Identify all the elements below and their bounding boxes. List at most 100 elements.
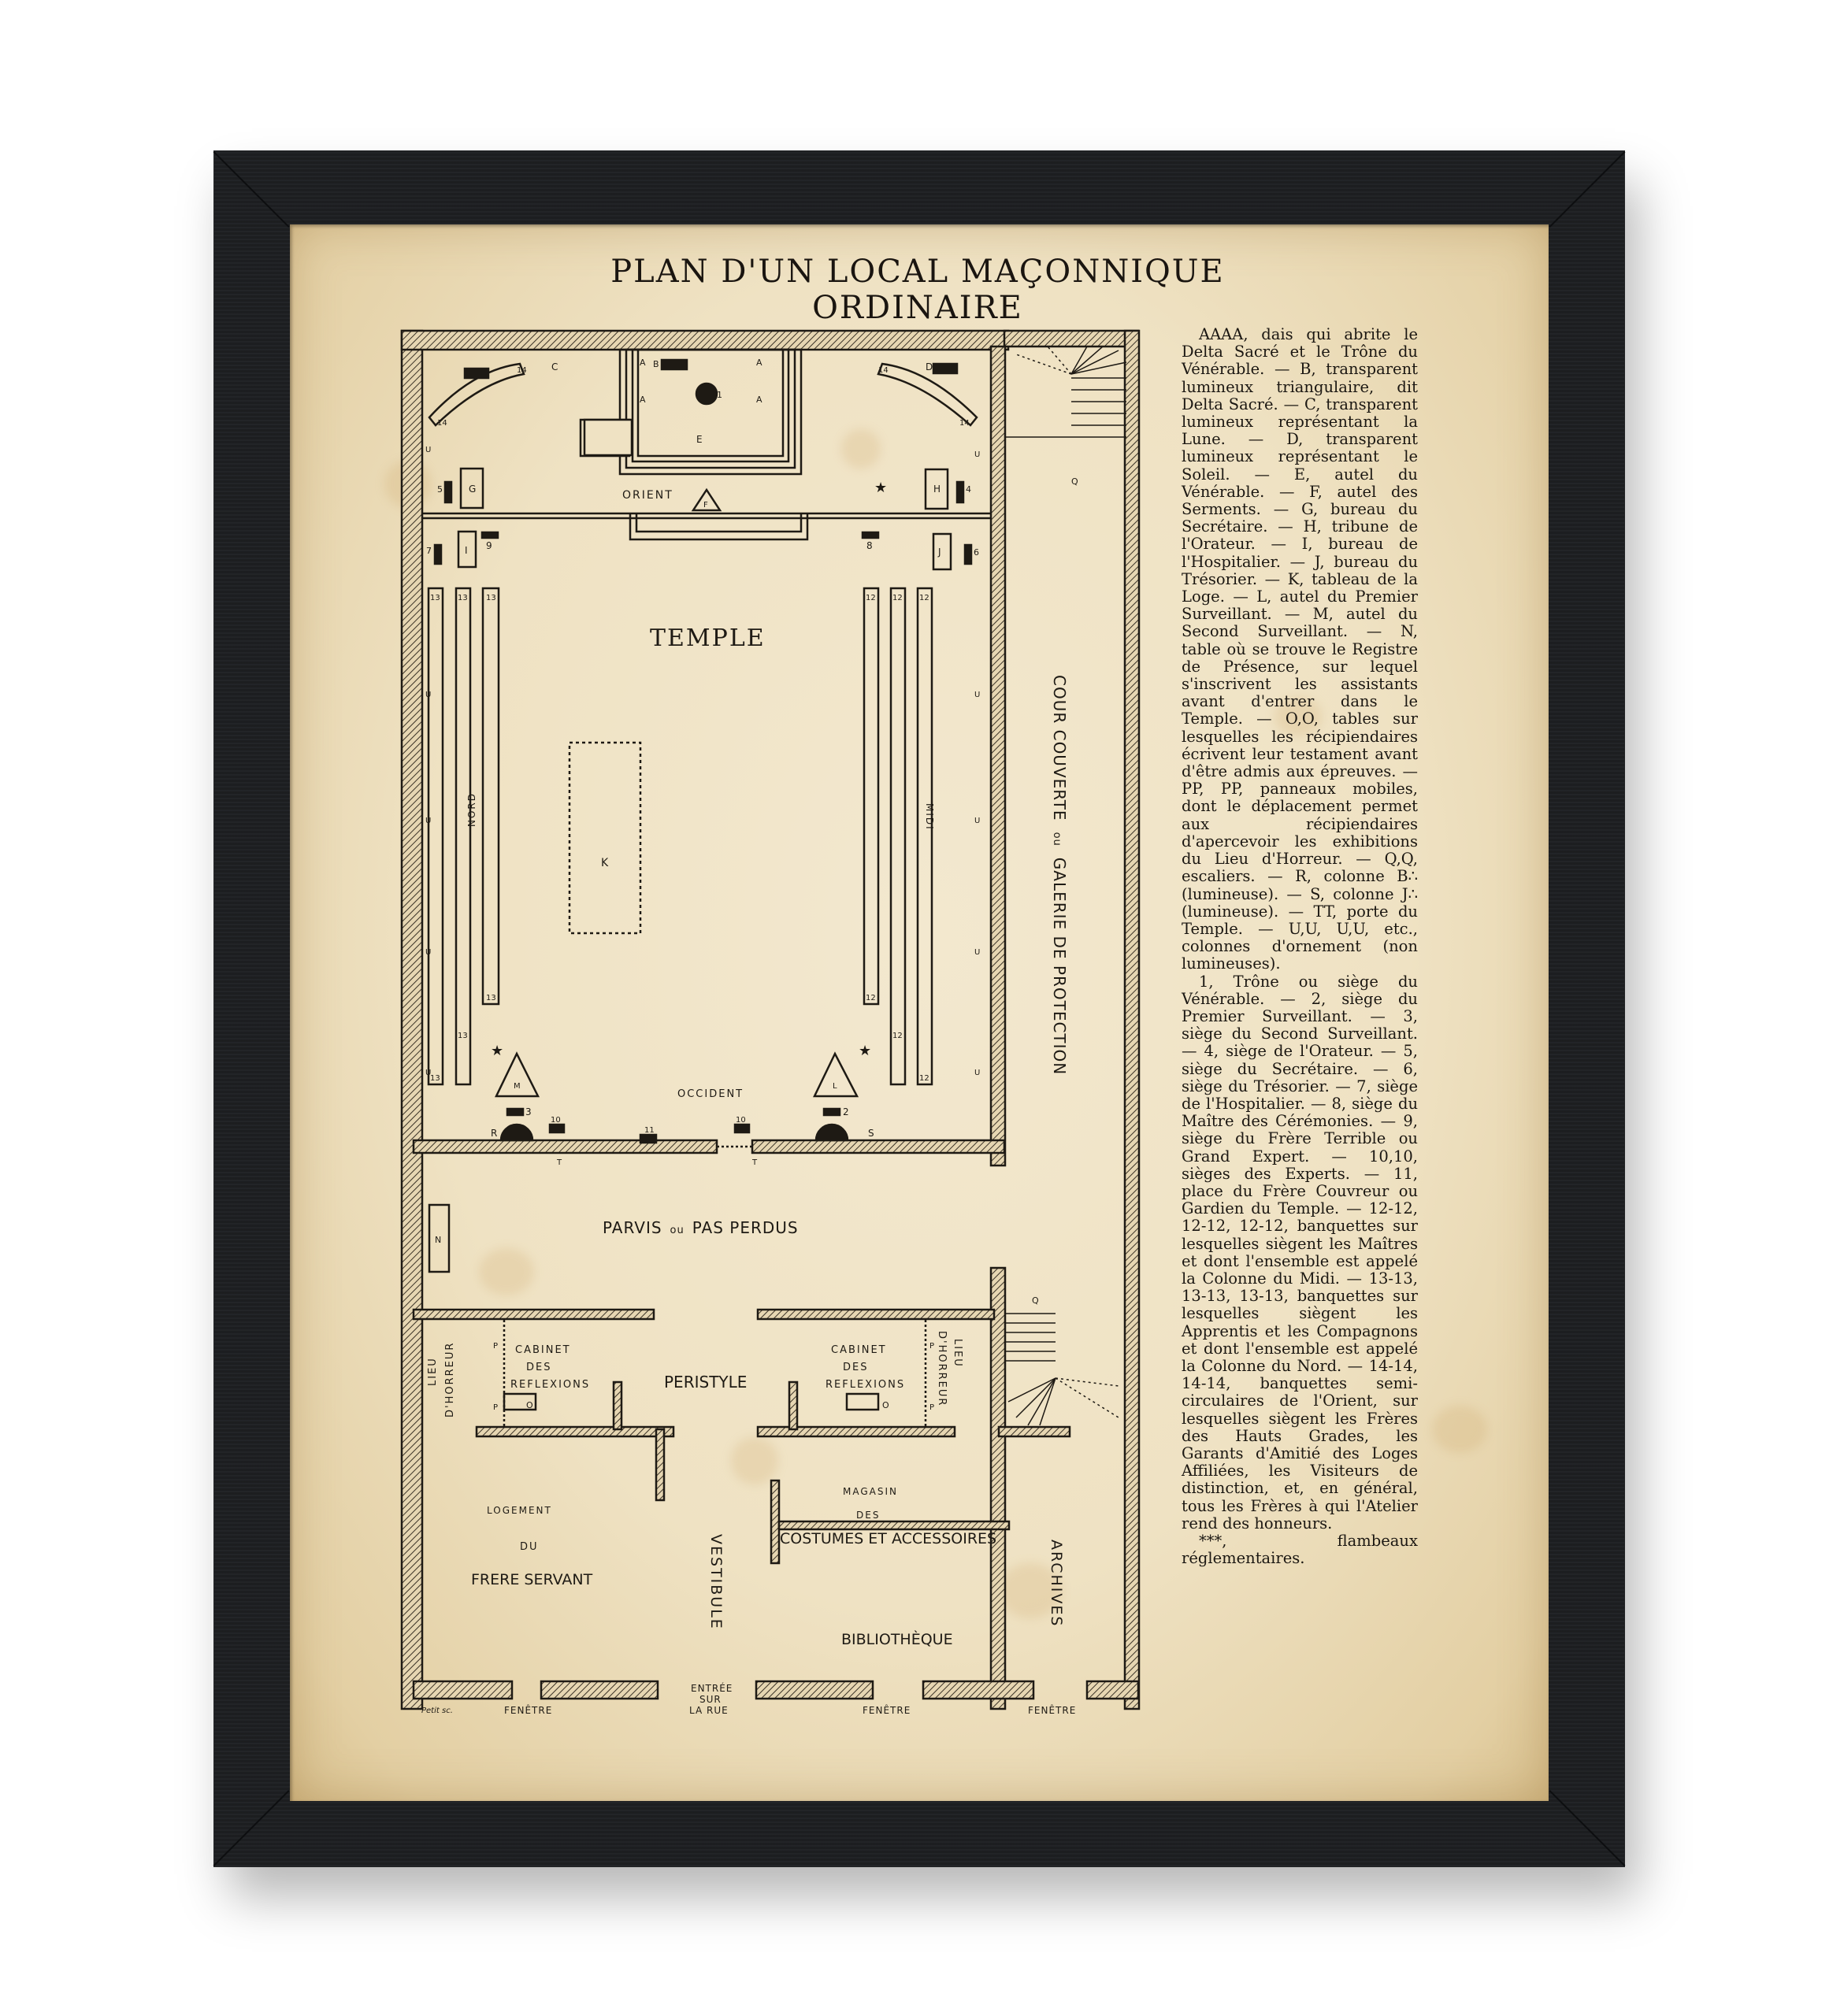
label-cabinet-left-2: DES <box>526 1362 551 1373</box>
marker-G: G <box>469 484 476 495</box>
paper-stain <box>731 1437 778 1484</box>
bench-12-c <box>916 587 933 1086</box>
seat-2 <box>822 1107 841 1117</box>
tribune-H <box>924 468 949 510</box>
label-cabinet-right-2: DES <box>843 1362 868 1373</box>
marker-U: U <box>974 817 980 825</box>
marker-O: O <box>526 1400 533 1410</box>
marker-U: U <box>974 1069 980 1077</box>
wall-vestibule-left <box>655 1428 666 1502</box>
marker-12: 12 <box>892 594 903 602</box>
tableau-K <box>568 741 642 935</box>
marker-K: K <box>601 857 609 869</box>
marker-A: A <box>640 395 646 405</box>
legend-text: AAAA, dais qui abrite le Delta Sacré et … <box>1182 325 1418 1567</box>
label-fenetre-3: FENÊTRE <box>1028 1704 1076 1716</box>
table-O-right <box>845 1392 880 1411</box>
wall-temple-south-left <box>412 1139 718 1154</box>
wall-peristyle-right-bottom <box>756 1425 956 1438</box>
label-fenetre-2: FENÊTRE <box>863 1704 911 1716</box>
seat-3 <box>506 1107 525 1117</box>
marker-14: 14 <box>437 419 447 428</box>
marker-13: 13 <box>486 994 496 1002</box>
column-R <box>499 1123 534 1142</box>
marker-O: O <box>882 1400 889 1410</box>
wall-south-4 <box>922 1680 1035 1700</box>
seat-9 <box>480 531 499 539</box>
marker-12: 12 <box>892 1032 903 1040</box>
marker-11: 11 <box>644 1126 655 1135</box>
wall-peristyle-left-bottom <box>475 1425 675 1438</box>
marker-6: 6 <box>974 547 979 558</box>
marker-F: F <box>703 501 708 510</box>
wall-cabinet-right <box>788 1380 799 1431</box>
label-lieu-left: LIEU <box>427 1357 439 1386</box>
marker-U: U <box>974 450 980 459</box>
bench-13-b <box>455 587 472 1086</box>
marker-12: 12 <box>919 594 929 602</box>
bench-12-a <box>863 587 880 1006</box>
wall-cabinet-left <box>612 1380 623 1431</box>
label-entree-2: SUR <box>699 1694 722 1705</box>
transparent-D <box>932 362 959 375</box>
marker-J: J <box>937 547 941 558</box>
marker-M: M <box>514 1082 521 1091</box>
seat-7 <box>433 543 443 565</box>
seat-5 <box>443 480 453 504</box>
marker-R: R <box>491 1128 497 1139</box>
seat-6 <box>963 543 973 565</box>
marker-D: D <box>926 361 933 372</box>
label-magasin-2: DES <box>856 1510 880 1521</box>
marker-13: 13 <box>486 594 496 602</box>
label-orient: ORIENT <box>622 489 673 502</box>
page-title: PLAN D'UN LOCAL MAÇONNIQUE ORDINAIRE <box>610 254 1225 326</box>
marker-12: 12 <box>919 1074 929 1083</box>
engraver-signature: Petit sc. <box>421 1707 453 1715</box>
wall-south-2 <box>540 1680 659 1700</box>
marker-14: 14 <box>878 366 889 375</box>
seat-11 <box>639 1133 658 1144</box>
transparent-B <box>660 358 688 371</box>
marker-N: N <box>435 1235 441 1245</box>
marker-I: I <box>465 545 468 556</box>
wall-temple-east <box>989 345 1007 1167</box>
legend-paragraph-numbers: 1, Trône ou siège du Vénérable. — 2, siè… <box>1182 972 1418 1532</box>
label-vestibule: VESTIBULE <box>707 1534 725 1630</box>
marker-C: C <box>551 361 558 372</box>
wall-temple-south-right <box>751 1139 1006 1154</box>
wall-archives-top <box>997 1425 1071 1438</box>
wall-north-stair <box>1003 329 1140 348</box>
label-bibliotheque: BIBLIOTHÈQUE <box>841 1630 953 1648</box>
seat-4 <box>955 480 965 504</box>
throne-1 <box>695 382 718 406</box>
marker-P: P <box>929 1403 934 1412</box>
label-cabinet-left-3: REFLEXIONS <box>510 1379 590 1391</box>
marker-10: 10 <box>736 1116 746 1125</box>
altar-L <box>813 1051 859 1098</box>
wall-east <box>1123 329 1141 1710</box>
marker-14: 14 <box>959 419 970 428</box>
marker-E: E <box>696 434 703 445</box>
label-logement-1: LOGEMENT <box>487 1505 552 1516</box>
wall-east-inner-lower <box>989 1266 1007 1710</box>
marker-U: U <box>425 691 431 699</box>
marker-Q: Q <box>1071 476 1078 487</box>
star-icon: ★ <box>859 1043 871 1059</box>
label-cabinet-right-1: CABINET <box>831 1344 887 1356</box>
label-magasin-3: COSTUMES ET ACCESSOIRES <box>780 1530 996 1547</box>
marker-A: A <box>756 358 762 368</box>
bench-13-a <box>427 587 444 1086</box>
marker-T: T <box>751 1158 758 1167</box>
paper-stain <box>479 1248 534 1295</box>
transparent-C <box>463 367 490 380</box>
label-cabinet-left-1: CABINET <box>515 1344 571 1356</box>
marker-8: 8 <box>866 540 873 551</box>
paper-stain <box>1432 1406 1487 1453</box>
label-cour-couverte: COUR COUVERTEouGALERIE DE PROTECTION <box>1050 675 1069 1075</box>
wall-magasin-left <box>770 1479 781 1565</box>
label-cabinet-right-3: REFLEXIONS <box>826 1379 905 1391</box>
marker-H: H <box>933 484 941 495</box>
staircase-Q-lower <box>1006 1313 1119 1426</box>
